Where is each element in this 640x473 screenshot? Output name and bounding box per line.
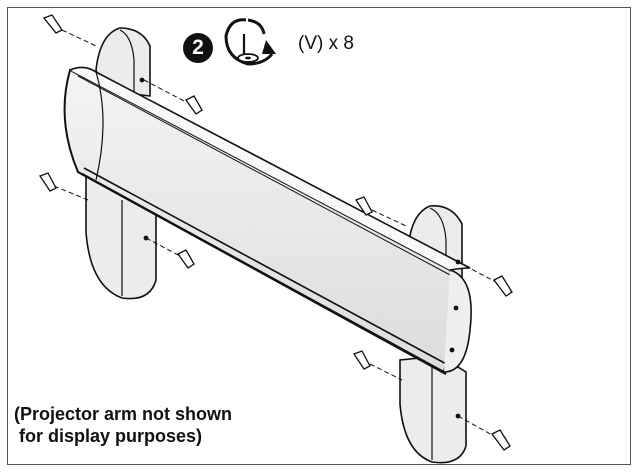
screw-2 [139, 77, 203, 115]
screw-4 [143, 235, 195, 269]
screw-8 [455, 413, 511, 451]
screw-quantity-label: (V) x 8 [298, 33, 354, 54]
screw-6 [455, 259, 513, 297]
rotate-tighten-icon [224, 18, 276, 66]
mount-crossbar [63, 66, 472, 376]
bracket-lower-left [85, 174, 157, 300]
step-number-badge: 2 [183, 33, 213, 63]
caption-line-2: for display purposes) [14, 426, 203, 446]
screw-3 [39, 172, 89, 201]
screw-7 [353, 350, 403, 381]
bracket-lower-right [399, 355, 467, 464]
screw-1 [42, 14, 97, 47]
screw-5 [355, 196, 407, 227]
display-note-caption: (Projector arm not shown for display pur… [14, 403, 232, 447]
caption-line-1: (Projector arm not shown [14, 404, 233, 424]
